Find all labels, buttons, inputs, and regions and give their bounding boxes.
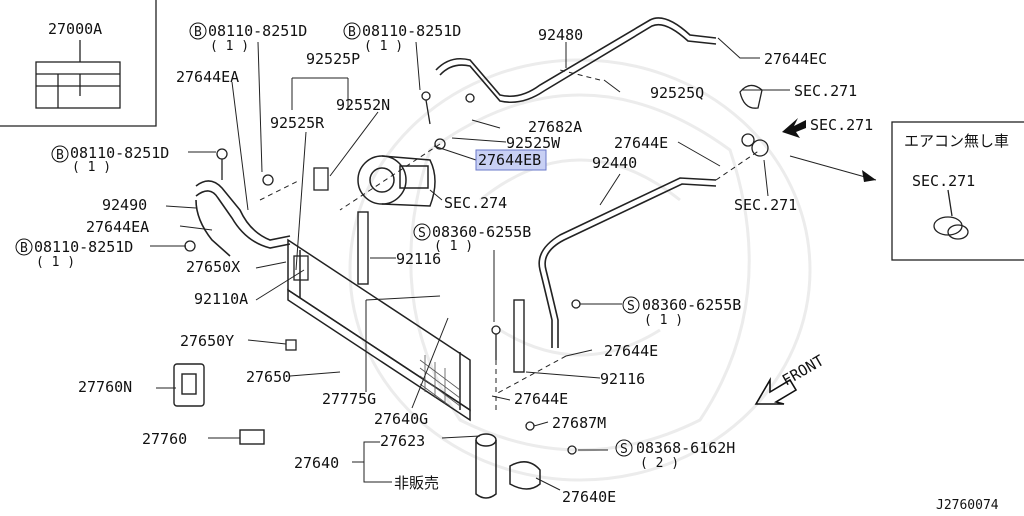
fittings xyxy=(184,84,769,455)
no-ac-box-title: エアコン無し車 xyxy=(904,132,1009,150)
part-label-27623[interactable]: 27623 xyxy=(380,432,425,450)
part-label-27650Y[interactable]: 27650Y xyxy=(180,332,234,350)
part-labels: 27000A 08110-8251D ( 1 ) 08110-8251D ( 1… xyxy=(34,20,1009,513)
qty-bolt-left-2: ( 1 ) xyxy=(36,255,75,270)
part-label-sec271-c[interactable]: SEC.271 xyxy=(734,196,797,214)
part-label-92490[interactable]: 92490 xyxy=(102,196,147,214)
part-label-sec274[interactable]: SEC.274 xyxy=(444,194,507,212)
seal-strips xyxy=(357,211,525,373)
bolt-marker-3: B xyxy=(56,148,64,163)
part-label-bolt-top-2[interactable]: 08110-8251D xyxy=(362,22,461,40)
part-label-bolt-top-1[interactable]: 08110-8251D xyxy=(208,22,307,40)
part-label-92110A[interactable]: 92110A xyxy=(194,290,248,308)
part-label-92440[interactable]: 92440 xyxy=(592,154,637,172)
part-label-27640E[interactable]: 27640E xyxy=(562,488,616,506)
part-label-27682A[interactable]: 27682A xyxy=(528,118,582,136)
part-label-screw-mid[interactable]: 08360-6255B xyxy=(432,223,531,241)
sec271-pointer-arrow-icon xyxy=(862,170,876,182)
qty-bolt-left-1: ( 1 ) xyxy=(72,160,111,175)
qty-bolt-top-1: ( 1 ) xyxy=(210,39,249,54)
condenser-fins xyxy=(419,355,461,407)
part-label-27650X[interactable]: 27650X xyxy=(186,258,240,276)
diagram-id: J2760074 xyxy=(936,498,999,511)
qty-screw-low: ( 2 ) xyxy=(640,456,679,471)
part-label-27644EA-top[interactable]: 27644EA xyxy=(176,68,239,86)
condenser-core xyxy=(287,238,471,422)
circled-markers xyxy=(15,22,640,457)
part-label-sec271-b[interactable]: SEC.271 xyxy=(810,116,873,134)
part-label-screw-right[interactable]: 08360-6255B xyxy=(642,296,741,314)
pressure-switch xyxy=(173,363,265,445)
part-label-92480[interactable]: 92480 xyxy=(538,26,583,44)
part-label-screw-low[interactable]: 08368-6162H xyxy=(636,439,735,457)
qty-screw-right: ( 1 ) xyxy=(644,313,683,328)
watermark-emblem xyxy=(348,58,812,482)
qty-bolt-top-2: ( 1 ) xyxy=(364,39,403,54)
screw-marker-1: S xyxy=(418,226,426,241)
screw-marker-2: S xyxy=(627,299,635,314)
circled-marker-letters: B B B B S S S xyxy=(20,25,635,457)
bolt-marker-4: B xyxy=(20,241,28,256)
part-label-bolt-left-2[interactable]: 08110-8251D xyxy=(34,238,133,256)
part-label-27644EA-left[interactable]: 27644EA xyxy=(86,218,149,236)
part-label-27760N[interactable]: 27760N xyxy=(78,378,132,396)
part-label-27644E-top[interactable]: 27644E xyxy=(614,134,668,152)
direction-arrows xyxy=(754,118,876,405)
no-ac-inset-box xyxy=(891,121,1024,261)
part-label-92525W[interactable]: 92525W xyxy=(506,134,561,152)
part-label-92116-top[interactable]: 92116 xyxy=(396,250,441,268)
part-label-27640[interactable]: 27640 xyxy=(294,454,339,472)
qty-screw-mid: ( 1 ) xyxy=(434,239,473,254)
refrigerant-lines xyxy=(195,17,717,348)
compressor xyxy=(357,155,436,207)
part-label-box-sec271[interactable]: SEC.271 xyxy=(912,172,975,190)
bolt-marker-1: B xyxy=(194,25,202,40)
leader-lines xyxy=(150,37,877,491)
part-label-92525R[interactable]: 92525R xyxy=(270,114,325,132)
not-for-sale-label: 非販売 xyxy=(394,474,439,492)
part-label-sec271-a[interactable]: SEC.271 xyxy=(794,82,857,100)
part-label-27640G[interactable]: 27640G xyxy=(374,410,428,428)
part-label-27000A[interactable]: 27000A xyxy=(48,20,102,38)
part-label-27687M[interactable]: 27687M xyxy=(552,414,606,432)
part-label-bolt-left-1[interactable]: 08110-8251D xyxy=(70,144,169,162)
part-label-92552N[interactable]: 92552N xyxy=(336,96,390,114)
part-label-92525P[interactable]: 92525P xyxy=(306,50,360,68)
part-label-27644EC[interactable]: 27644EC xyxy=(764,50,827,68)
receiver-drier xyxy=(475,433,541,499)
front-arrow-icon xyxy=(754,377,798,405)
highlighted-part-box xyxy=(475,149,547,171)
screw-marker-3: S xyxy=(620,442,628,457)
label-inset-box xyxy=(0,0,157,127)
dashed-guides xyxy=(259,69,761,410)
front-label: FRONT xyxy=(779,351,827,389)
part-label-27644EB[interactable]: 27644EB xyxy=(478,151,541,169)
sec271-arrow-icon xyxy=(782,118,806,138)
part-label-27775G[interactable]: 27775G xyxy=(322,390,376,408)
part-label-27760[interactable]: 27760 xyxy=(142,430,187,448)
part-label-27650[interactable]: 27650 xyxy=(246,368,291,386)
part-label-92116-bot[interactable]: 92116 xyxy=(600,370,645,388)
part-label-27644E-bot[interactable]: 27644E xyxy=(514,390,568,408)
part-label-92525Q[interactable]: 92525Q xyxy=(650,84,704,102)
bolt-marker-2: B xyxy=(348,25,356,40)
part-label-27644E-mid[interactable]: 27644E xyxy=(604,342,658,360)
